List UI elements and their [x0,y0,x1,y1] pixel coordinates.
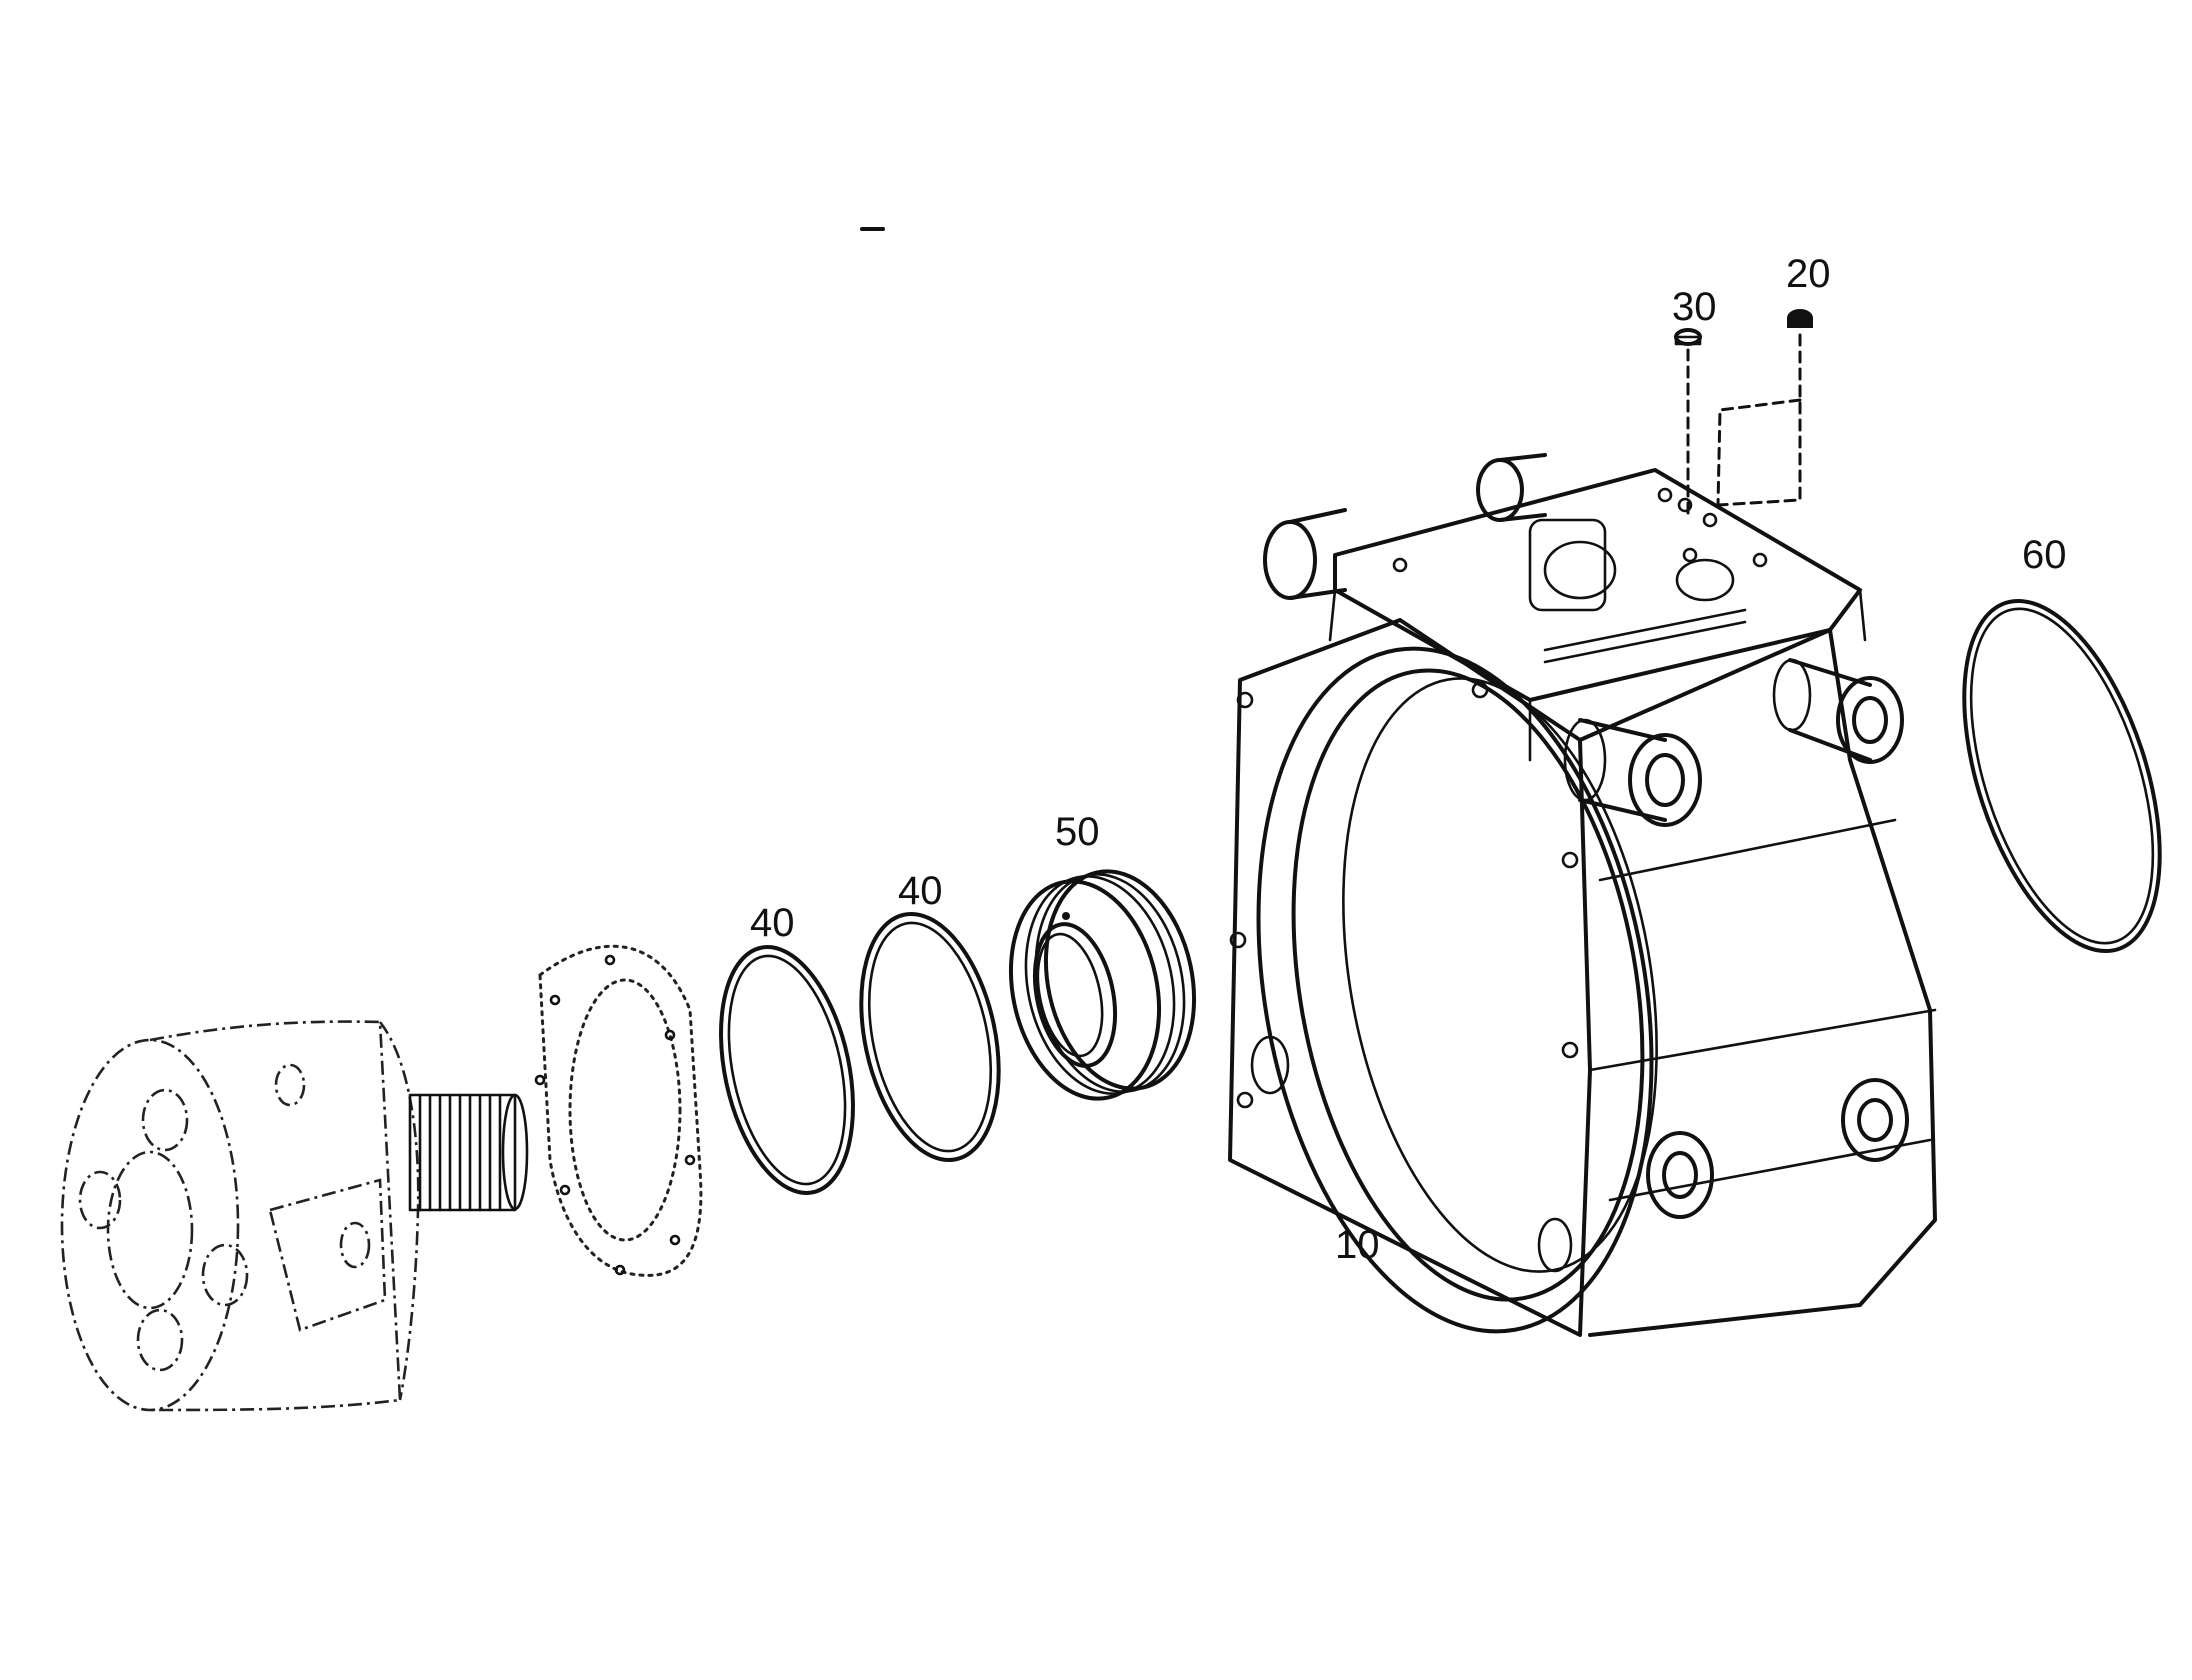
housing-lug-mid-left [1563,718,1702,827]
shaft-seal-50 [1008,869,1197,1101]
callout-50: 50 [1055,810,1100,854]
callout-20: 20 [1786,252,1831,296]
leader-lines-20-30 [1686,333,1802,522]
seal-ring-30 [1674,328,1702,346]
callout-60: 60 [2022,533,2067,577]
splined-shaft [408,1093,529,1212]
screw-plug-20 [1787,309,1813,328]
o-ring-40-a [719,945,855,1195]
o-ring-60 [1962,598,2162,954]
transmission-housing-10 [1228,453,1937,1337]
callout-40-first: 40 [750,901,795,945]
housing-lug-low-right [1841,1078,1909,1162]
callout-30: 30 [1672,285,1717,329]
o-ring-40-b [859,911,1001,1163]
planet-carrier-phantom [60,1020,529,1412]
housing-lug-top-back [1476,453,1547,522]
callout-10: 10 [1335,1223,1380,1267]
housing-lug-mid-right [1772,658,1904,764]
housing-lug-low-left [1646,1131,1714,1219]
flange-plate-phantom [534,944,703,1277]
housing-lug-top-left [1263,508,1347,600]
callout-40-second: 40 [898,869,943,913]
